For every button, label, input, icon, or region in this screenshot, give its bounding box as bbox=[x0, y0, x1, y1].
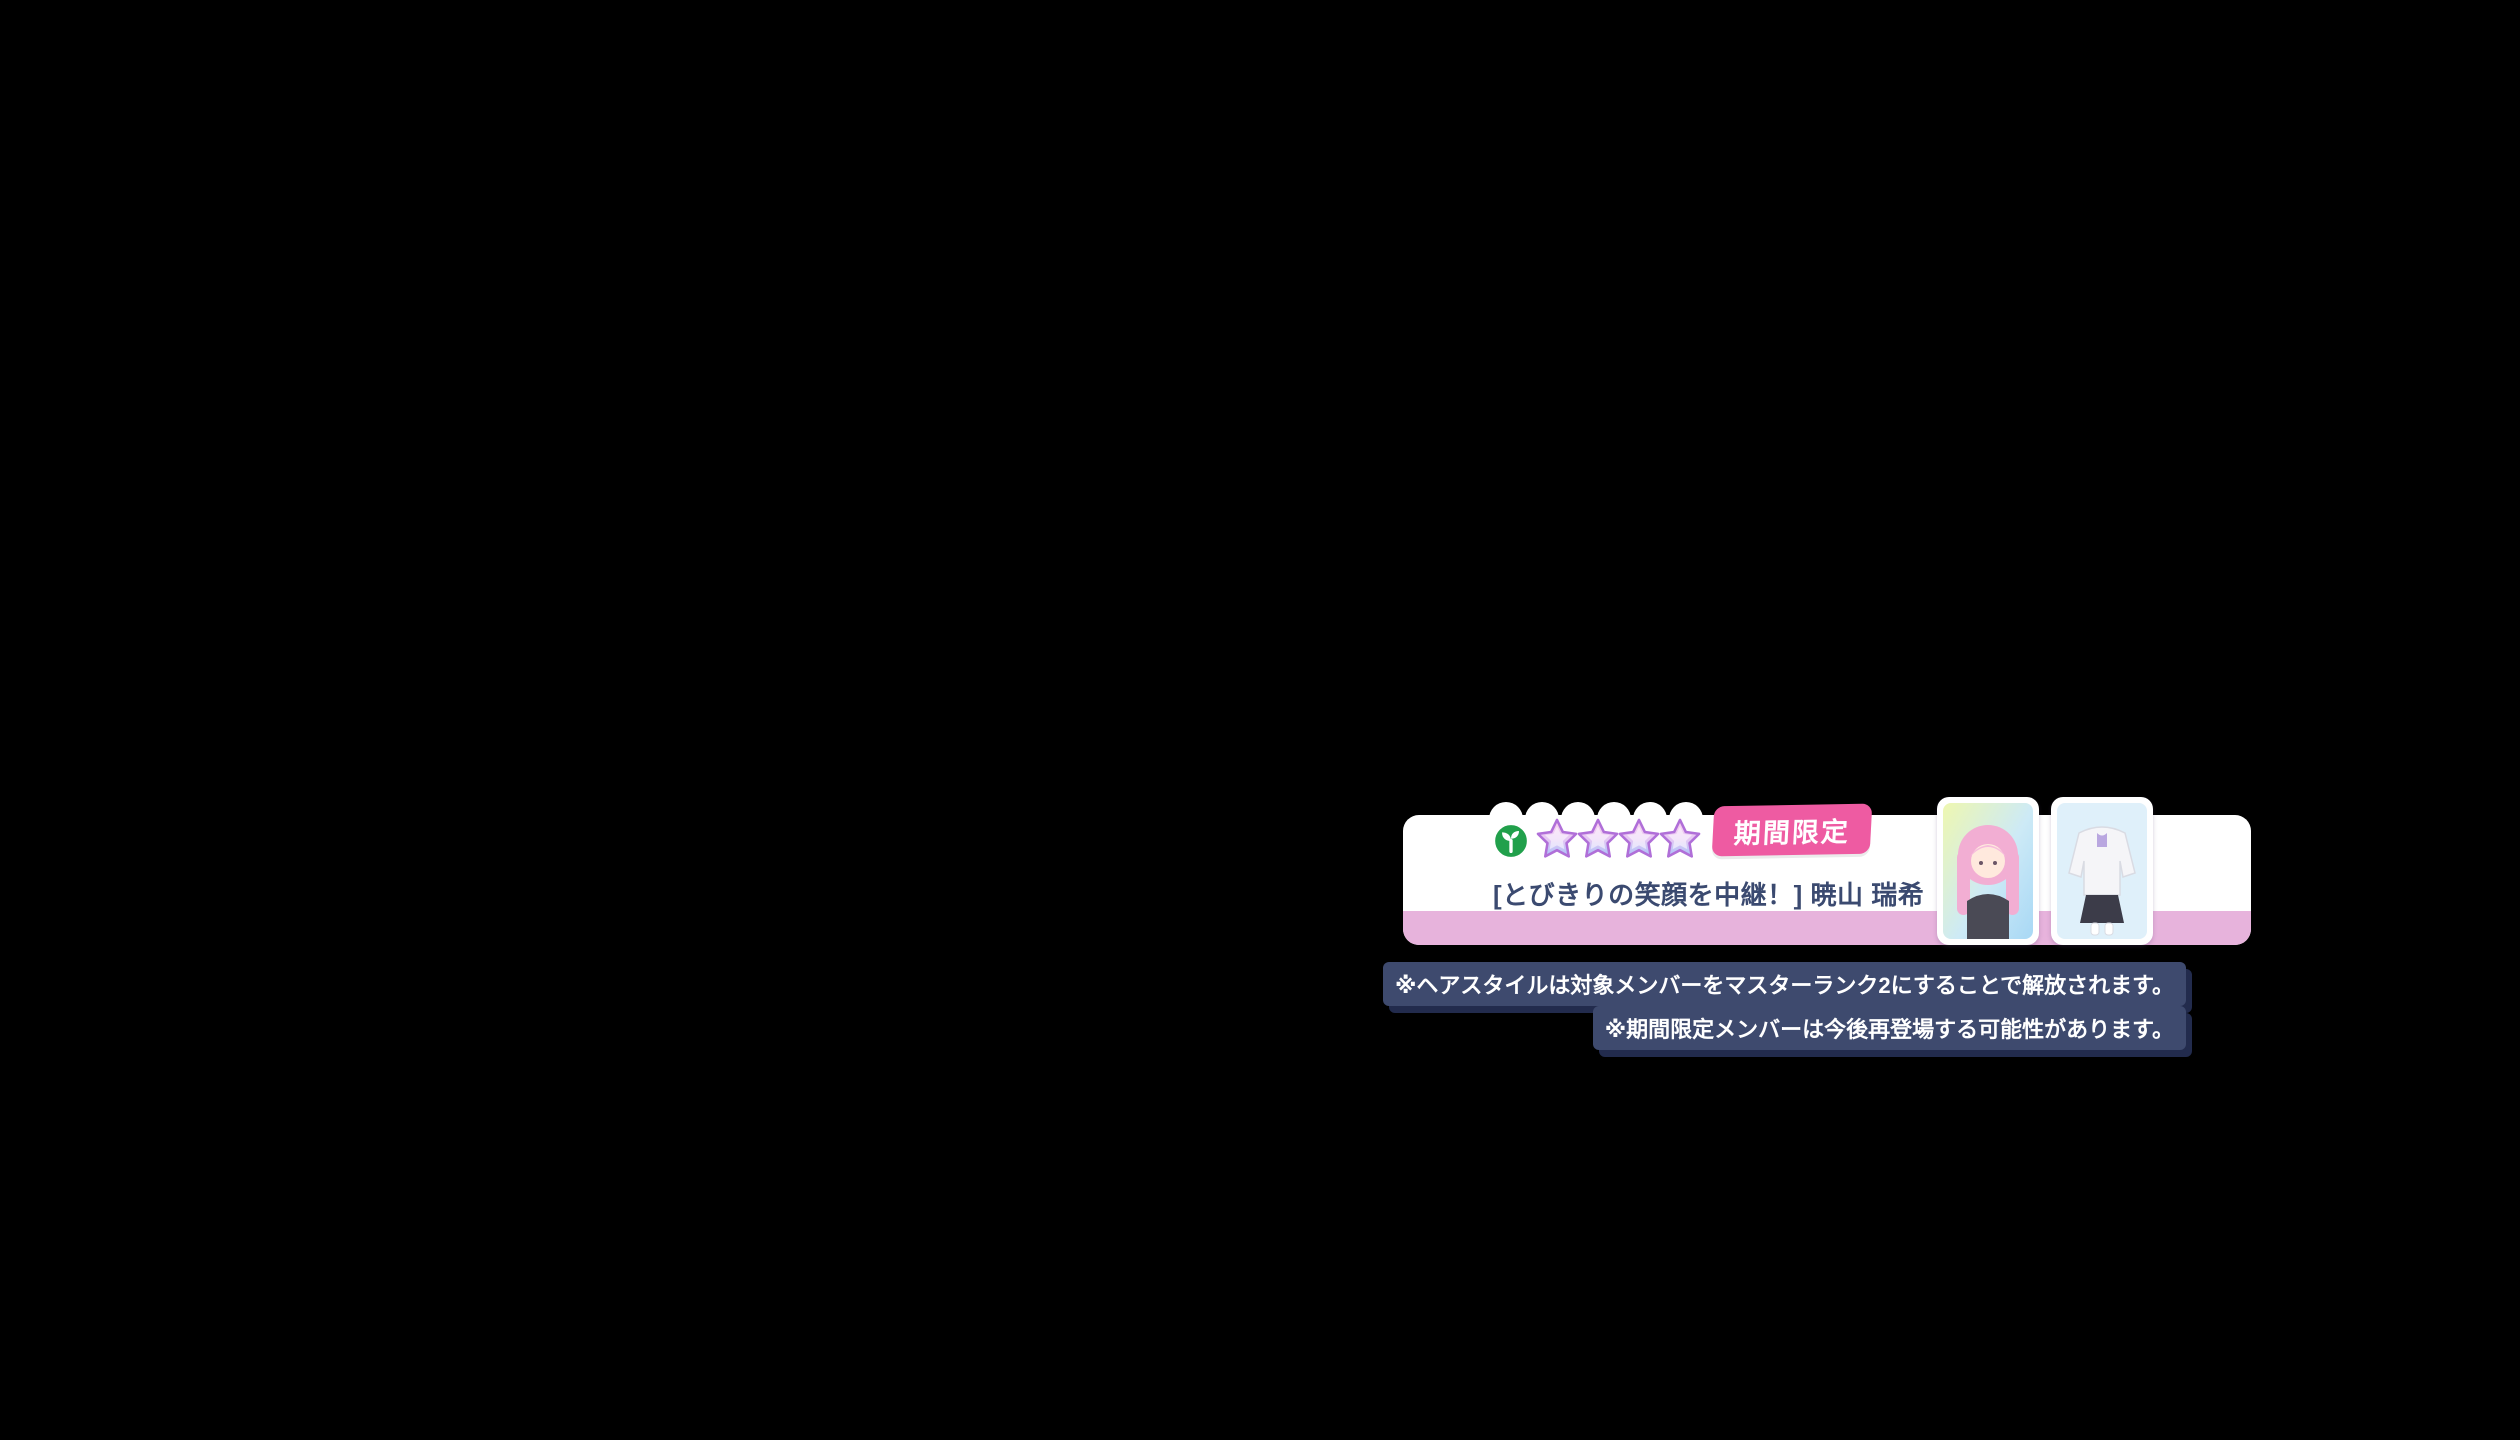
limited-time-badge: 期間限定 bbox=[1711, 803, 1873, 857]
gacha-card-banner: 期間限定 [とびきりの笑顔を中継！] 暁山 瑞希 bbox=[1403, 797, 2251, 945]
note-line-2: ※期間限定メンバーは今後再登場する可能性があります。 bbox=[1592, 1006, 2186, 1050]
star-icon bbox=[1659, 818, 1701, 858]
note-line-1: ※ヘアスタイルは対象メンバーをマスターランク2にすることで解放されます。 bbox=[1383, 962, 2186, 1006]
star-icon bbox=[1618, 818, 1660, 858]
member-thumbnail[interactable] bbox=[1937, 797, 2039, 945]
star-icon bbox=[1536, 818, 1578, 858]
costume-preview-art bbox=[2057, 803, 2147, 939]
card-title: [とびきりの笑顔を中継！] 暁山 瑞希 bbox=[1493, 880, 1925, 910]
scallop-bump bbox=[1561, 802, 1595, 836]
footnotes: ※ヘアスタイルは対象メンバーをマスターランク2にすることで解放されます。 ※期間… bbox=[1383, 962, 2186, 1050]
star-icon bbox=[1577, 818, 1619, 858]
member-card-art bbox=[1943, 803, 2033, 939]
limited-time-badge-label: 期間限定 bbox=[1733, 816, 1851, 849]
costume-thumbnail[interactable] bbox=[2051, 797, 2153, 945]
pure-attribute-icon bbox=[1491, 821, 1531, 861]
star-rating bbox=[1535, 817, 1702, 861]
